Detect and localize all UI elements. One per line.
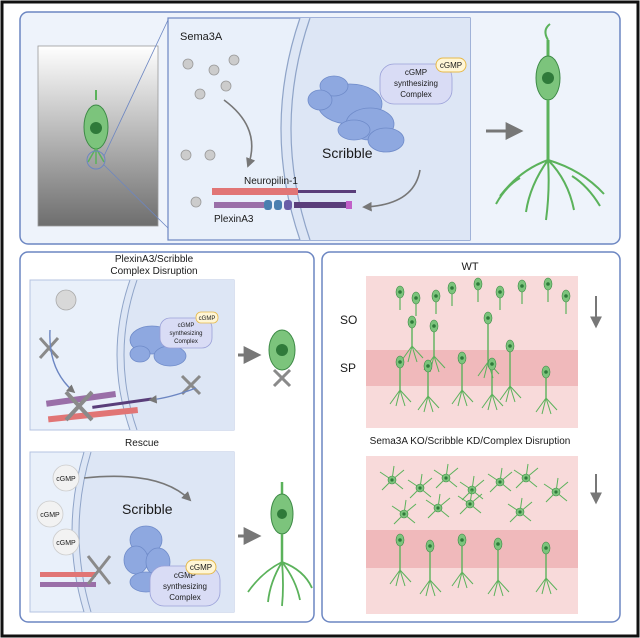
cgmp-tag — [435, 57, 467, 73]
rescue-cgmp-2-label: cGMP — [40, 512, 60, 519]
cgmp-complex-bubble — [379, 63, 453, 105]
rescue-cgmp-1-label: cGMP — [56, 476, 76, 483]
ko-neuron-23 — [487, 537, 510, 597]
ko-neuron-22 — [451, 533, 474, 589]
wt-neuron-7 — [543, 277, 553, 302]
wt-neuron-9 — [401, 315, 424, 363]
membrane-inner — [290, 17, 311, 241]
ko-neuron-21 — [419, 539, 442, 597]
rescue-cgmp-tag — [185, 559, 217, 575]
disruption-x-1 — [38, 336, 60, 360]
ko-neuron-0 — [379, 465, 405, 491]
wt-neuron-3 — [447, 281, 457, 306]
ko-neurons — [379, 463, 569, 597]
wt-neuron-5 — [495, 285, 505, 310]
ko-neuron-9 — [457, 489, 483, 515]
signal-arrow — [362, 169, 421, 212]
rescue-x — [86, 555, 112, 585]
rescue-complex-line1: cGMP — [174, 571, 196, 580]
wt-title: WT — [461, 261, 478, 273]
wt-neuron-13 — [389, 355, 412, 407]
rescue-neuron — [247, 482, 313, 607]
scribble-protein — [307, 75, 405, 153]
disruption-complex-line1: cGMP — [178, 323, 195, 329]
disruption-sema3a — [55, 289, 77, 311]
rescue-complex-line2: synthesizing — [163, 582, 207, 591]
wt-neuron-8 — [561, 289, 571, 314]
wt-neuron-2 — [431, 289, 441, 314]
ko-neuron-5 — [513, 463, 539, 489]
wt-neuron-15 — [451, 351, 474, 407]
rescue-cgmp-3-label: cGMP — [56, 540, 76, 547]
rescue-complex-bubble — [149, 565, 221, 607]
wt-neuron-0 — [395, 285, 405, 310]
complex-line3: Complex — [400, 90, 432, 99]
ko-neuron-4 — [487, 467, 513, 493]
disruption-cgmp-tag-label: cGMP — [199, 316, 216, 322]
top-result-neuron — [495, 23, 605, 221]
wt-neuron-17 — [535, 365, 558, 415]
cgmp-tag-label: cGMP — [440, 61, 462, 70]
neuropilin-receptor — [212, 188, 356, 195]
wt-neurons — [389, 277, 571, 415]
ligand-arrow — [223, 99, 256, 168]
zoom-circle — [86, 150, 106, 170]
disruption-cgmp-tag — [195, 311, 219, 324]
disruption-complex-bubble — [159, 317, 213, 349]
ko-neuron-20 — [389, 533, 412, 587]
ko-title: Sema3A KO/Scribble KD/Complex Disruption — [370, 436, 571, 447]
sp-label: SP — [340, 361, 356, 375]
wt-neuron-16 — [481, 357, 504, 411]
ko-neuron-7 — [391, 499, 417, 525]
wt-neuron-4 — [473, 277, 483, 302]
zoom-line-top — [103, 19, 169, 157]
disruption-x-3 — [180, 374, 202, 396]
ko-neuron-2 — [433, 463, 459, 489]
wt-neuron-6 — [517, 279, 527, 304]
disruption-complex-line3: Complex — [174, 339, 198, 345]
zoom-line-bottom — [103, 164, 169, 229]
rescue-cgmp-tag-label: cGMP — [190, 563, 212, 572]
rescue-cgmp-1 — [52, 464, 80, 492]
sema3a-label: Sema3A — [180, 31, 223, 43]
wt-neuron-1 — [411, 291, 421, 316]
sema3a-molecules — [180, 54, 240, 208]
disruption-complex-line2: synthesizing — [169, 331, 202, 337]
rescue-complex-line3: Complex — [169, 593, 201, 602]
disruption-receptors — [45, 391, 152, 423]
disruption-title-1: PlexinA3/Scribble — [115, 254, 194, 265]
rescue-title: Rescue — [125, 438, 159, 449]
rescue-scribble — [123, 525, 171, 593]
rescue-scribble-label: Scribble — [122, 501, 173, 517]
membrane-outer — [280, 17, 301, 241]
disruption-neuron — [268, 329, 296, 388]
rescue-receptors — [40, 572, 96, 587]
wt-neuron-14 — [417, 359, 440, 413]
rescue-cgmp-2 — [36, 500, 64, 528]
ko-neuron-6 — [543, 477, 569, 503]
scribble-label: Scribble — [322, 145, 373, 161]
wt-neuron-12 — [499, 339, 522, 403]
complex-line1: cGMP — [405, 68, 427, 77]
ko-neuron-24 — [535, 541, 558, 595]
so-label: SO — [340, 313, 357, 327]
ko-neuron-8 — [425, 493, 451, 519]
wt-neuron-11 — [477, 311, 500, 379]
disruption-title-2: Complex Disruption — [110, 266, 197, 277]
rescue-cgmp-arrow — [83, 475, 192, 502]
complex-line2: synthesizing — [394, 79, 438, 88]
plexina3-receptor — [214, 200, 352, 210]
neuropilin-label: Neuropilin-1 — [244, 176, 298, 187]
disruption-x-2 — [64, 390, 94, 422]
rescue-cgmp-3 — [52, 528, 80, 556]
ko-neuron-1 — [407, 473, 433, 499]
ko-neuron-10 — [507, 497, 533, 523]
plexina3-label: PlexinA3 — [214, 214, 254, 225]
slice-neuron — [83, 90, 109, 164]
